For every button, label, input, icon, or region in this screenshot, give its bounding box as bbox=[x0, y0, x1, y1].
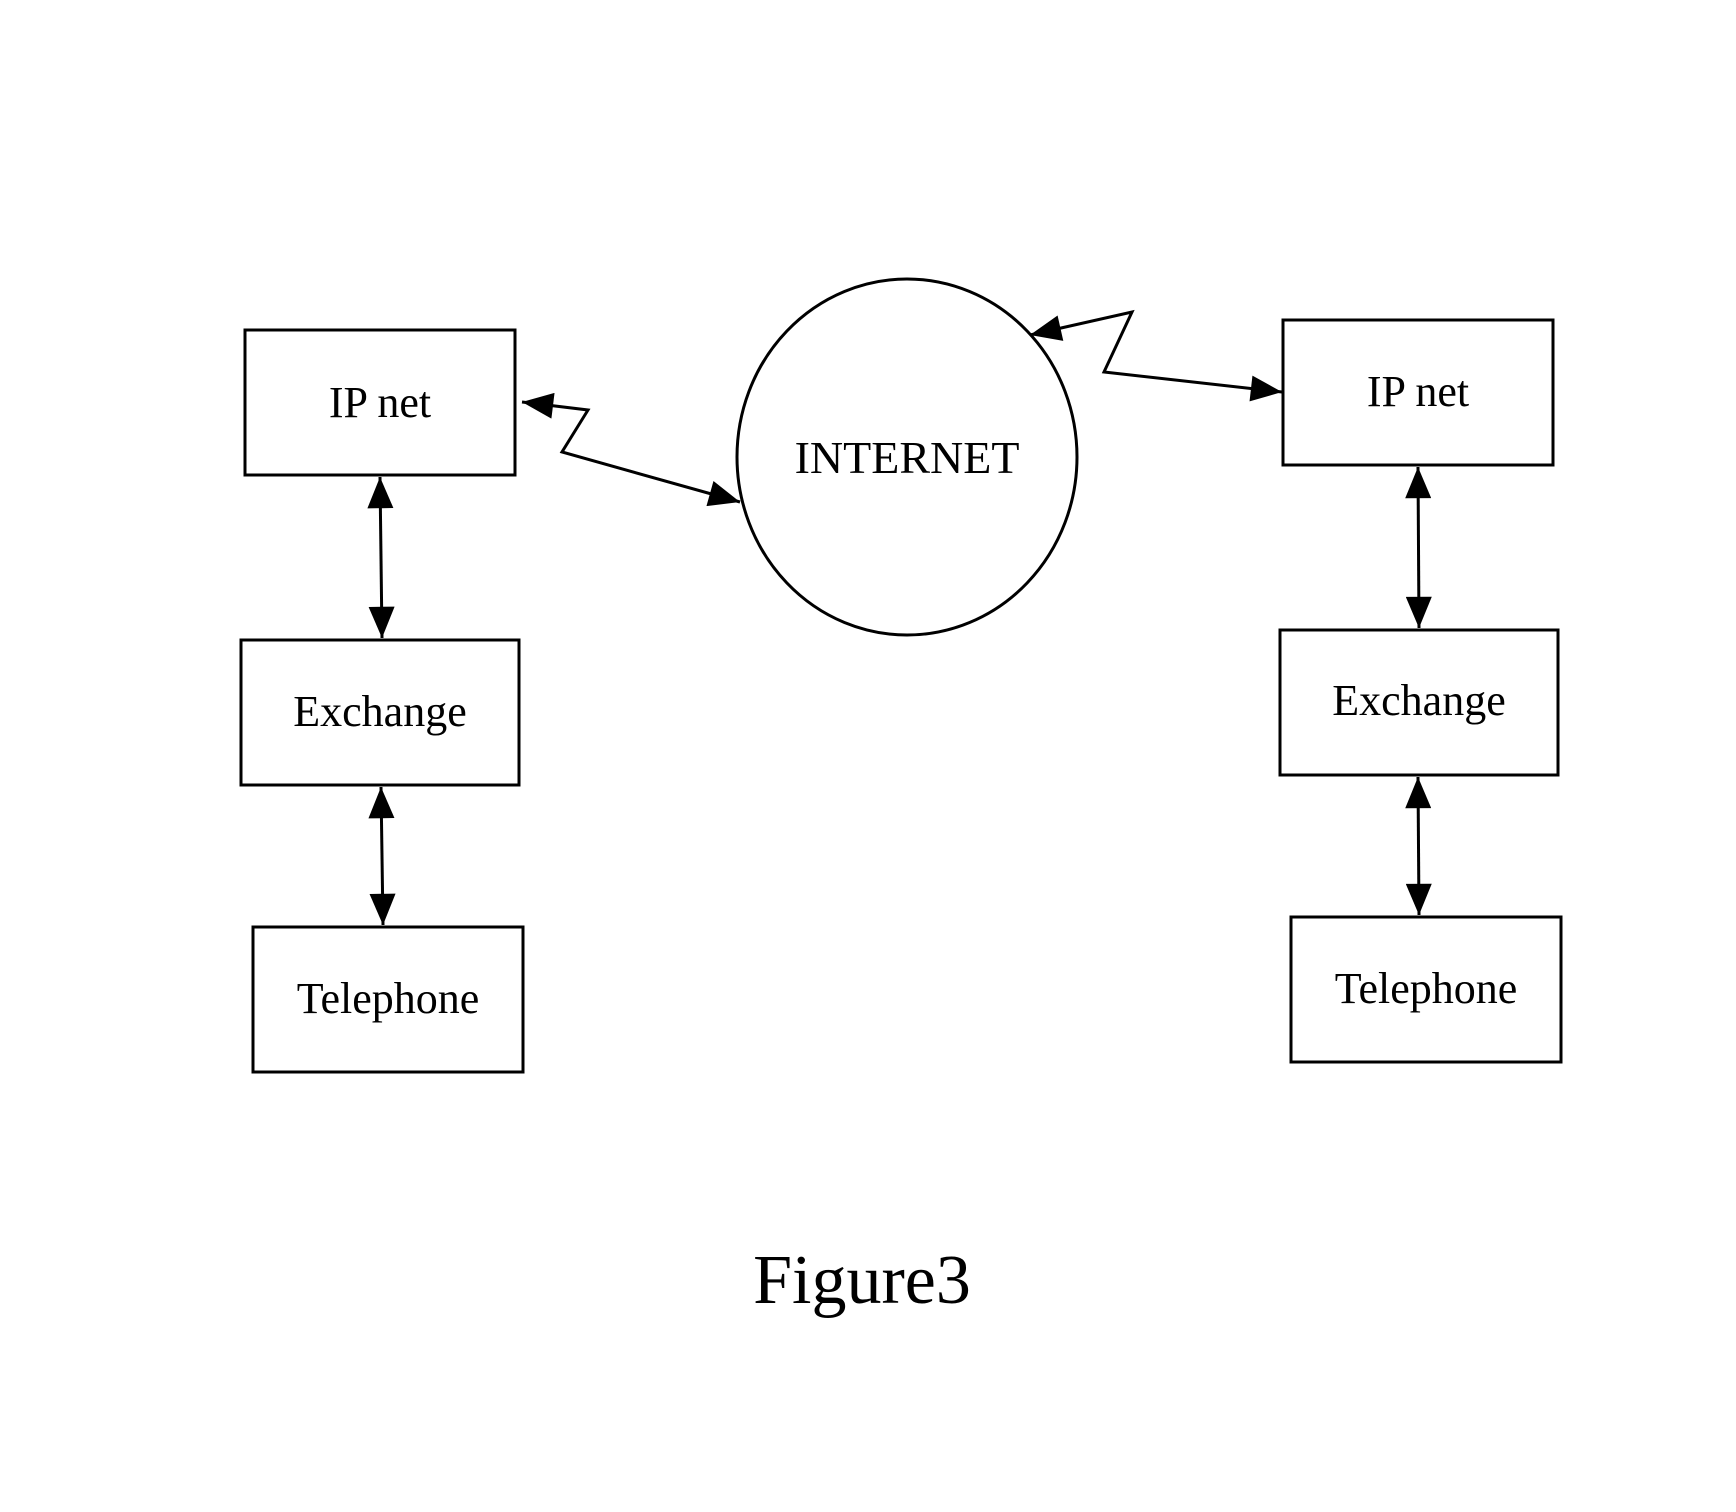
internet-label: INTERNET bbox=[795, 432, 1020, 483]
right-ipnet-internet-link bbox=[1030, 312, 1282, 392]
left-exchange-label: Exchange bbox=[293, 687, 466, 736]
right-exchange-telephone-arrow bbox=[1418, 777, 1419, 915]
left-telephone-box: Telephone bbox=[253, 927, 523, 1072]
figure-caption: Figure3 bbox=[753, 1242, 971, 1319]
right-exchange-box: Exchange bbox=[1280, 630, 1558, 775]
right-ip-net-box: IP net bbox=[1283, 320, 1553, 465]
left-ip-net-label: IP net bbox=[329, 378, 431, 427]
left-ipnet-exchange-arrow bbox=[380, 477, 382, 638]
right-telephone-label: Telephone bbox=[1335, 964, 1518, 1013]
left-ip-net-box: IP net bbox=[245, 330, 515, 475]
right-ip-net-label: IP net bbox=[1367, 367, 1469, 416]
internet-circle: INTERNET bbox=[737, 279, 1077, 635]
left-telephone-label: Telephone bbox=[297, 974, 480, 1023]
right-exchange-label: Exchange bbox=[1332, 676, 1505, 725]
left-ipnet-internet-link bbox=[522, 402, 740, 502]
right-telephone-box: Telephone bbox=[1291, 917, 1561, 1062]
left-exchange-telephone-arrow bbox=[381, 787, 383, 925]
right-ipnet-exchange-arrow bbox=[1418, 467, 1419, 628]
left-exchange-box: Exchange bbox=[241, 640, 519, 785]
